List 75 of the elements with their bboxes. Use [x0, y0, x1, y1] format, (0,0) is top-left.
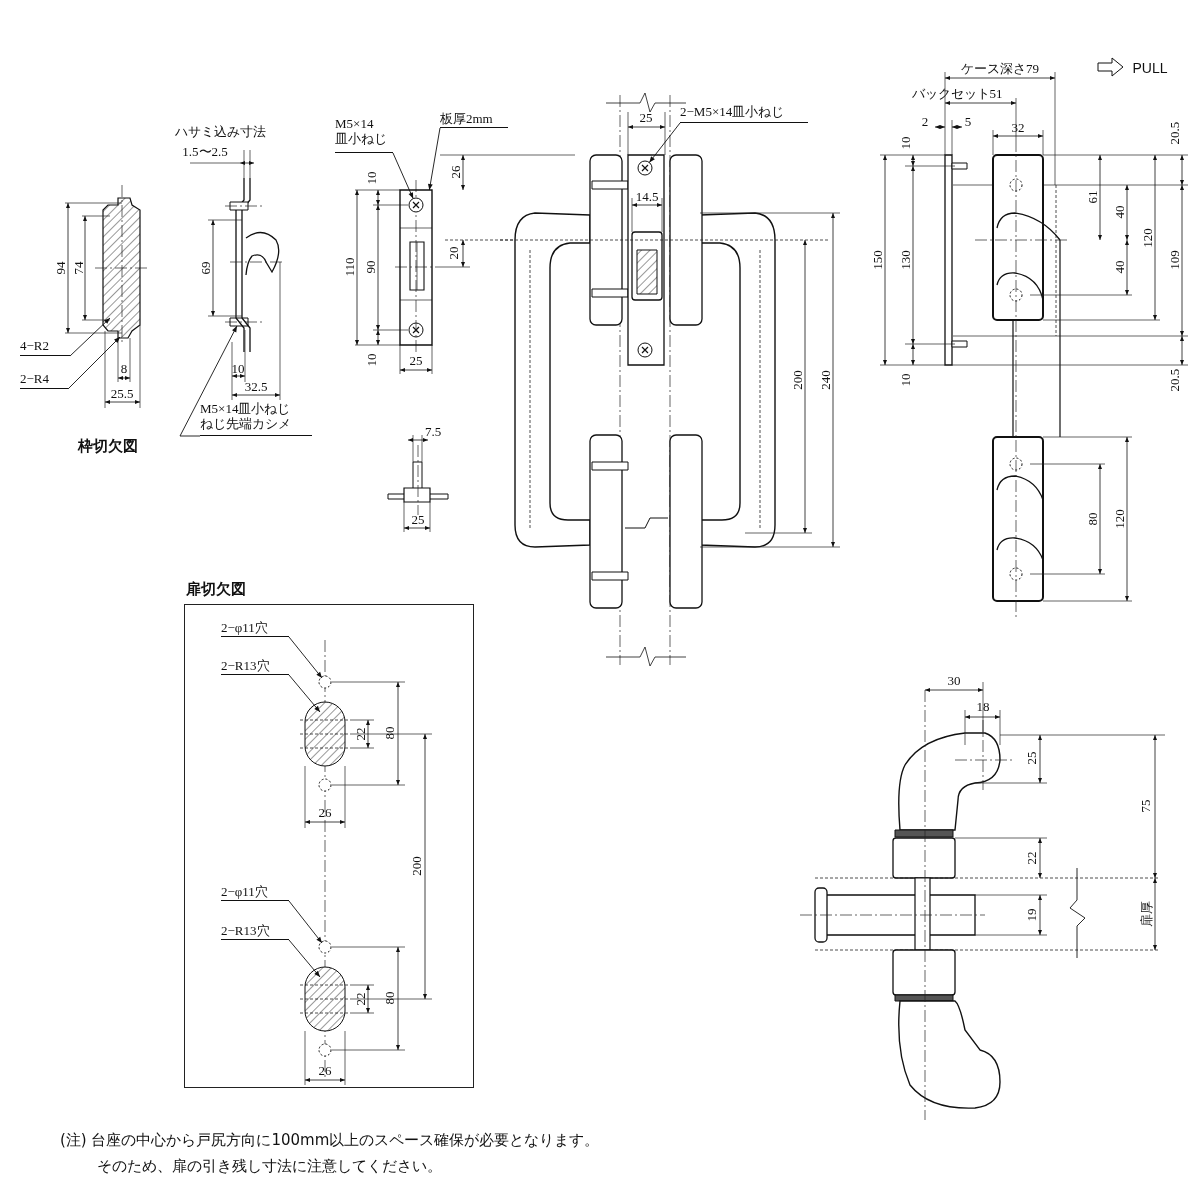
dimension-label: 1.5〜2.5 — [182, 144, 228, 158]
dimension-label: 94 — [53, 261, 67, 275]
dimension-label: 8 — [120, 361, 128, 375]
dimension-label: 14.5 — [635, 189, 659, 203]
dimension-label: 32.5 — [244, 379, 268, 393]
dimension-label: 5 — [964, 114, 972, 128]
callout-label: M5×14皿小ねじ — [200, 402, 292, 417]
dimension-label: 10 — [231, 361, 245, 375]
dimension-label: 20.5 — [1167, 121, 1181, 145]
callout-label: 2−φ11穴 — [221, 621, 269, 636]
dimension-label: 80 — [382, 726, 396, 740]
dimension-label: ハサミ込み寸法 — [174, 124, 266, 138]
dimension-label: 7.5 — [424, 424, 442, 438]
dimension-label: 130 — [898, 250, 912, 270]
dimension-label: 25 — [409, 353, 423, 367]
callout-label: 皿小ねじ — [335, 131, 388, 147]
screw-head — [637, 160, 653, 176]
dimension-label: 109 — [1167, 250, 1181, 270]
dimension-label: 26 — [448, 165, 462, 179]
callout-label: 2−R13穴 — [221, 924, 271, 939]
section-heading: 枠切欠図 — [78, 438, 138, 454]
dimension-label: 25 — [411, 512, 425, 526]
dimension-label: 扉厚 — [1139, 901, 1153, 927]
dimension-label: 74 — [71, 261, 85, 275]
dimension-label: 120 — [1112, 509, 1126, 529]
dimension-label: 20.5 — [1167, 368, 1181, 392]
direction-label: PULL — [1132, 61, 1168, 75]
section-heading: 扉切欠図 — [186, 580, 246, 598]
callout-label: ねじ先端カシメ — [200, 416, 292, 432]
dimension-label: 69 — [198, 261, 212, 275]
dimension-label: 10 — [898, 373, 912, 387]
strike-plate — [399, 189, 433, 346]
dimension-label: 10 — [364, 353, 378, 367]
dimension-label: 10 — [898, 136, 912, 150]
callout-label: 板厚2mm — [440, 112, 494, 127]
dimension-label: 32 — [1011, 120, 1025, 134]
dimension-label: 150 — [870, 250, 884, 270]
dimension-label: 110 — [342, 257, 356, 277]
dimension-label: 200 — [790, 370, 804, 390]
dimension-label: 2 — [921, 114, 929, 128]
screw-shank — [229, 317, 249, 327]
callout-label: 4−R2 — [20, 339, 50, 354]
callout-label: 2−R4 — [20, 372, 50, 387]
dimension-label: 10 — [364, 171, 378, 185]
dimension-label: 200 — [409, 856, 423, 876]
callout-label: 2−R13穴 — [221, 659, 271, 674]
dimension-label: 75 — [1138, 799, 1152, 813]
dimension-label: 40 — [1112, 260, 1126, 274]
dimension-label: 20 — [446, 246, 460, 260]
dimension-label: 40 — [1112, 205, 1126, 219]
dimension-label: 61 — [1085, 190, 1099, 204]
dimension-label: 240 — [818, 370, 832, 390]
dimension-label: 30 — [947, 673, 961, 687]
dimension-label: 80 — [1085, 512, 1099, 526]
dimension-label: 80 — [382, 991, 396, 1005]
callout-label: 2−M5×14皿小ねじ — [680, 105, 786, 120]
note-text: そのため、扉の引き残し寸法に注意してください。 — [97, 1158, 442, 1174]
dimension-label: 25 — [639, 110, 653, 124]
dimension-label: バックセット51 — [911, 86, 1003, 100]
callout-label: 2−φ11穴 — [221, 885, 269, 900]
note-text: (注) 台座の中心から戸尻方向に100mm以上のスペース確保が必要となります。 — [60, 1132, 600, 1148]
dimension-label: 22 — [353, 992, 367, 1006]
dimension-label: 25.5 — [110, 386, 134, 400]
dimension-label: 22 — [353, 727, 367, 741]
dimension-label: 26 — [318, 1063, 332, 1077]
dimension-label: ケース深さ79 — [961, 61, 1039, 75]
dimension-label: 22 — [1024, 851, 1038, 865]
callout-label: M5×14 — [335, 117, 375, 132]
dimension-label: 90 — [363, 260, 377, 274]
dimension-label: 25 — [1024, 751, 1038, 765]
dimension-label: 120 — [1140, 228, 1154, 248]
screw-head — [408, 197, 424, 213]
dimension-label: 19 — [1024, 908, 1038, 922]
dimension-label: 26 — [318, 805, 332, 819]
dimension-label: 18 — [976, 699, 990, 713]
